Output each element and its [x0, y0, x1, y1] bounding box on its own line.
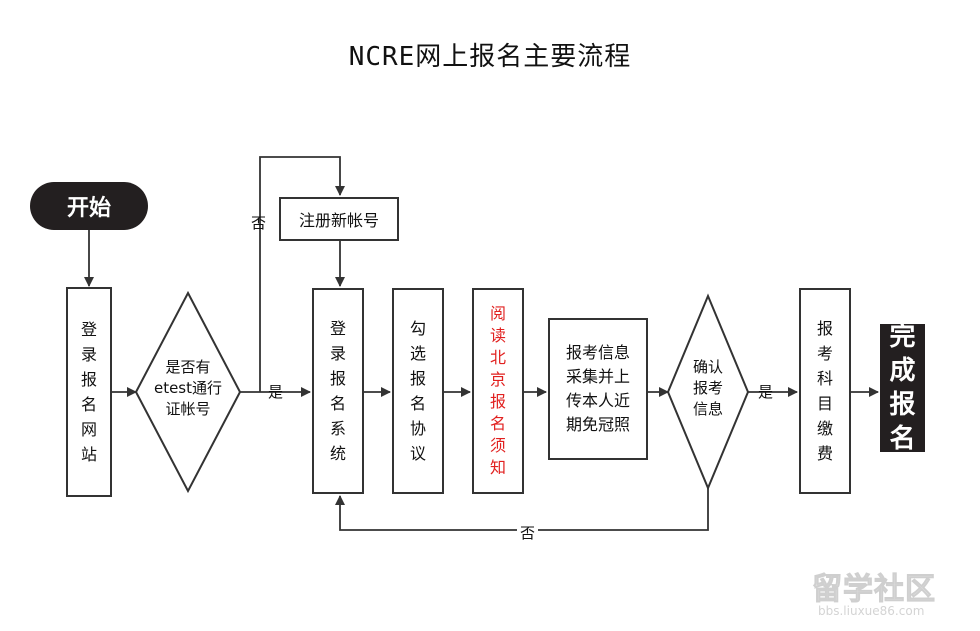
agree-char: 选 [409, 344, 426, 363]
upload-line: 传本人近 [565, 391, 630, 410]
pay-char: 报 [816, 319, 833, 338]
done-node: 完 成 报 名 [880, 322, 925, 454]
label-no-confirm: 否 [517, 522, 539, 543]
notice-char: 报 [489, 392, 506, 411]
pay-box: 报 考 科 目 缴 费 [799, 288, 851, 494]
login-system-char: 报 [329, 369, 346, 388]
pay-char: 目 [816, 394, 833, 413]
login-site-char: 录 [80, 345, 97, 364]
upload-line: 报考信息 [565, 343, 630, 362]
arrow-no-to-register [259, 156, 345, 392]
done-char: 报 [889, 390, 916, 420]
start-node: 开始 [30, 182, 148, 230]
label-no-register: 否 [251, 214, 267, 232]
confirm-line: 信息 [692, 400, 723, 418]
login-site-char: 名 [80, 395, 97, 414]
pay-char: 科 [816, 369, 833, 388]
has-account-line: etest通行 [153, 379, 223, 397]
pay-char: 缴 [816, 419, 833, 438]
has-account-line: 证帐号 [165, 400, 211, 418]
watermark-main: 留学社区 [812, 572, 936, 608]
login-site-char: 登 [80, 320, 97, 339]
notice-char: 北 [489, 348, 506, 367]
has-account-line: 是否有 [165, 358, 211, 376]
login-system-char: 登 [329, 319, 346, 338]
notice-char: 名 [489, 414, 506, 433]
upload-line: 期免冠照 [565, 415, 630, 434]
agree-char: 报 [409, 369, 426, 388]
notice-char: 阅 [489, 304, 506, 323]
upload-box: 报考信息 采集并上 传本人近 期免冠照 [548, 318, 648, 460]
page-title: NCRE网上报名主要流程 [348, 42, 632, 72]
decision-diamond-account [134, 290, 242, 494]
login-system-char: 统 [329, 444, 346, 463]
watermark-sub: bbs.liuxue86.com [818, 604, 925, 618]
upload-line: 采集并上 [565, 367, 630, 386]
confirm-line: 报考 [692, 379, 723, 397]
label-yes-account: 是 [268, 383, 284, 401]
login-system-char: 录 [329, 344, 346, 363]
agree-char: 议 [409, 444, 426, 463]
notice-char: 知 [489, 458, 506, 477]
confirm-line: 确认 [692, 358, 723, 376]
confirm-text: 确认 报考 信息 [668, 357, 748, 420]
login-system-char: 系 [329, 419, 346, 438]
decision-diamond-confirm [666, 293, 750, 491]
pay-char: 考 [816, 344, 833, 363]
login-system-char: 名 [329, 394, 346, 413]
login-site-char: 报 [80, 370, 97, 389]
login-site-box: 登 录 报 名 网 站 [66, 287, 112, 497]
agree-box: 勾 选 报 名 协 议 [392, 288, 444, 494]
watermark-logo: 留学社区 bbs.liuxue86.com [812, 564, 980, 628]
has-account-text: 是否有 etest通行 证帐号 [136, 357, 240, 420]
label-yes-confirm: 是 [758, 383, 774, 401]
agree-char: 名 [409, 394, 426, 413]
notice-char: 京 [489, 370, 506, 389]
notice-char: 读 [489, 326, 506, 345]
login-system-box: 登 录 报 名 系 统 [312, 288, 364, 494]
register-box: 注册新帐号 [279, 197, 399, 241]
done-char: 名 [889, 424, 916, 454]
agree-char: 勾 [409, 319, 426, 338]
done-char: 成 [889, 356, 916, 386]
pay-char: 费 [816, 444, 833, 463]
done-char: 完 [889, 322, 916, 352]
notice-char: 须 [489, 436, 506, 455]
login-site-char: 站 [80, 445, 97, 464]
read-notice-box: 阅 读 北 京 报 名 须 知 [472, 288, 524, 494]
login-site-char: 网 [80, 420, 97, 439]
register-label: 注册新帐号 [298, 211, 379, 230]
agree-char: 协 [409, 419, 426, 438]
